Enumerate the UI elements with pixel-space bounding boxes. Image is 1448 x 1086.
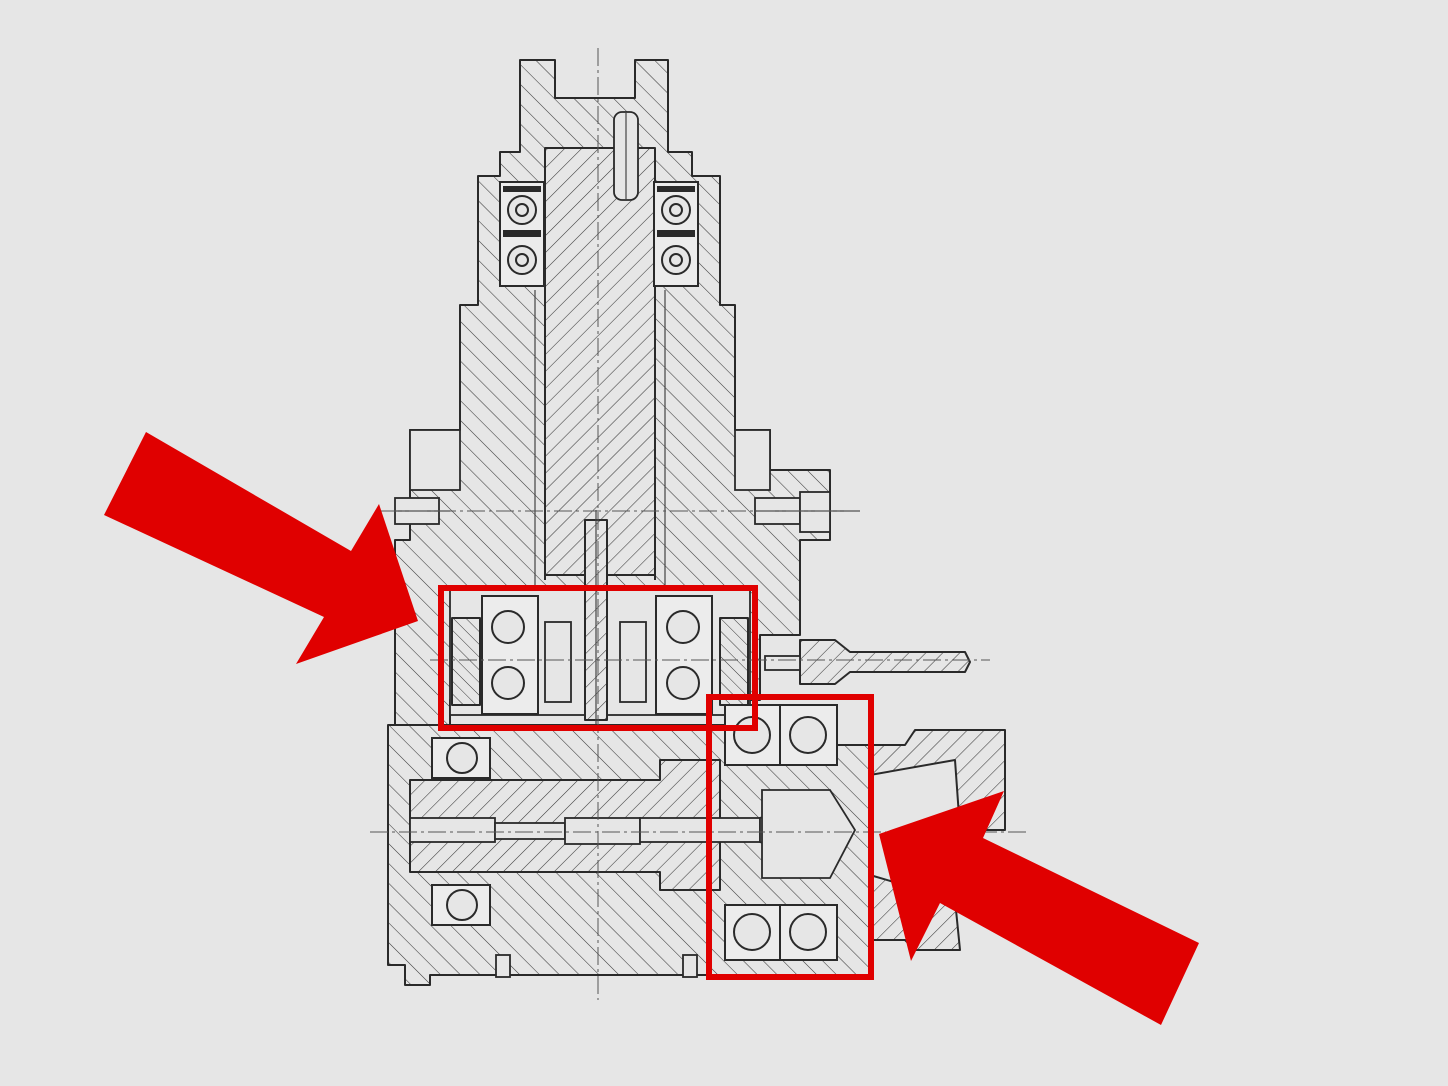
left-arrow <box>104 432 418 664</box>
left-boss <box>409 429 461 491</box>
right-boss <box>734 429 771 491</box>
clamp-lever <box>764 639 971 685</box>
top-right-bearing-pair <box>653 181 699 287</box>
top-pin <box>613 111 639 201</box>
middle-bearing-assembly <box>449 510 751 760</box>
centre-lines <box>370 48 1030 1000</box>
bottom-screws <box>495 954 698 978</box>
highlight-output-bearing-box <box>706 694 874 980</box>
top-left-bearing-pair <box>499 181 545 287</box>
right-arrow <box>879 791 1199 1025</box>
lower-left-bearing-top <box>431 737 491 779</box>
lower-left-bearing-bottom <box>431 884 491 926</box>
highlight-upper-bearing-box <box>438 585 758 731</box>
lower-shaft <box>409 759 806 891</box>
